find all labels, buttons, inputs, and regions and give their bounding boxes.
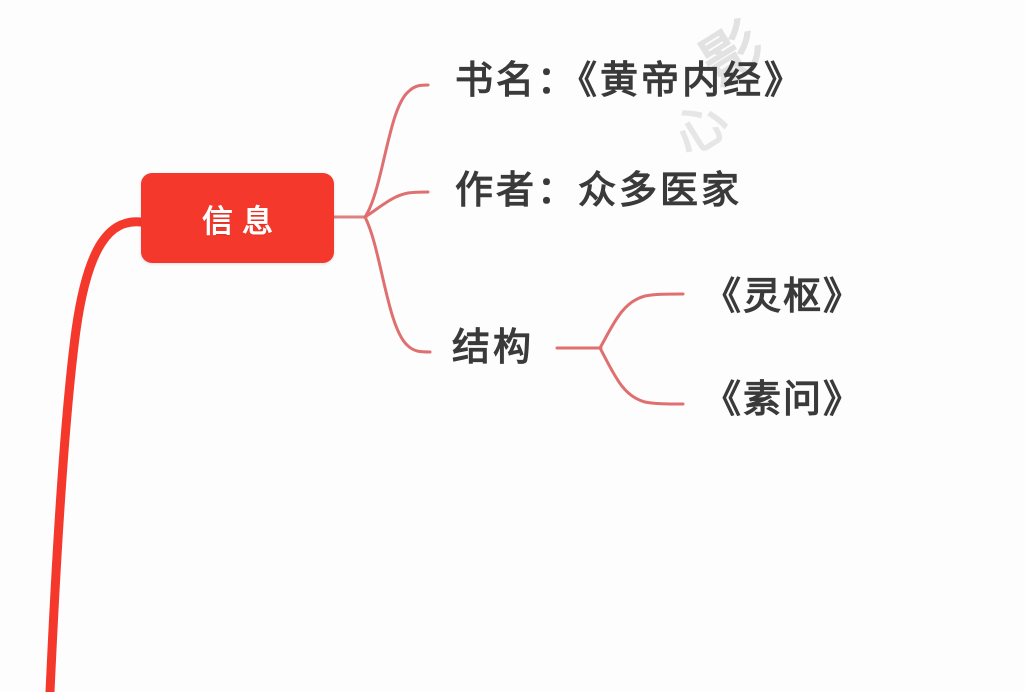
topic-book-title[interactable]: 书名：《黄帝内经》 [455, 60, 806, 102]
branch-line-suwen [598, 346, 685, 406]
topic-lingshu[interactable]: 《灵枢》 [703, 276, 864, 318]
topic-suwen[interactable]: 《素问》 [703, 379, 864, 421]
topic-author[interactable]: 作者：众多医家 [455, 170, 743, 212]
branch-line-title [363, 83, 430, 219]
branch-line-author [363, 190, 430, 219]
branch-line-structure [363, 215, 432, 354]
root-node-label: 信息 [202, 203, 282, 239]
root-node[interactable]: 信息 [141, 173, 334, 263]
topic-structure[interactable]: 结构 [452, 327, 535, 369]
branch-line-lingshu [598, 292, 685, 350]
main-stem-line [45, 217, 146, 692]
